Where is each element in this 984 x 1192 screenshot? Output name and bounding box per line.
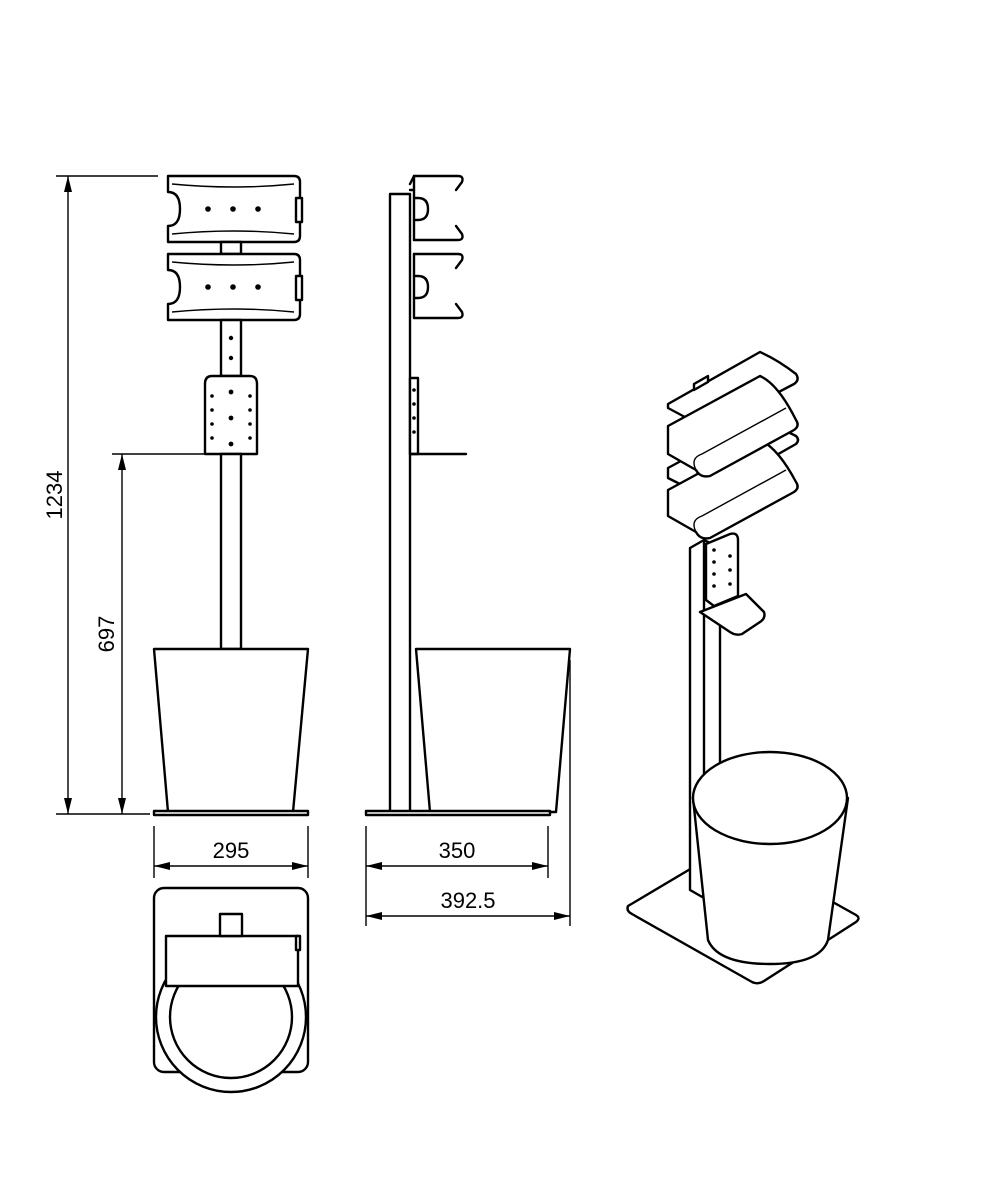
top-roll-shelf [164, 934, 300, 988]
iso-bin [691, 750, 850, 966]
front-view [152, 174, 310, 817]
front-post-lower [219, 452, 243, 651]
front-post-upper [219, 318, 243, 378]
top-post [218, 912, 244, 938]
side-view [364, 174, 572, 817]
front-bin [152, 647, 310, 814]
side-base [364, 809, 552, 817]
side-brush-bracket [408, 376, 468, 456]
iso-upper-roll-holder [666, 350, 799, 478]
isometric-view [626, 350, 860, 985]
dimension-lines [56, 175, 571, 926]
dim-label-total-height: 1234 [42, 471, 67, 520]
side-bin [414, 647, 572, 814]
front-lower-roll-holder [166, 252, 304, 322]
dim-label-side-overall-width: 392.5 [440, 888, 495, 913]
dim-label-side-width: 350 [439, 838, 476, 863]
iso-brush-holder [698, 532, 766, 636]
front-base [152, 809, 310, 817]
side-roll-brackets [408, 174, 464, 320]
front-brush-holder [203, 374, 259, 456]
front-upper-roll-holder [166, 174, 304, 244]
side-post [388, 192, 412, 814]
dim-label-front-width: 295 [213, 838, 250, 863]
top-view [152, 886, 310, 1094]
front-connector [219, 240, 243, 256]
dim-label-holder-height: 697 [94, 616, 119, 653]
